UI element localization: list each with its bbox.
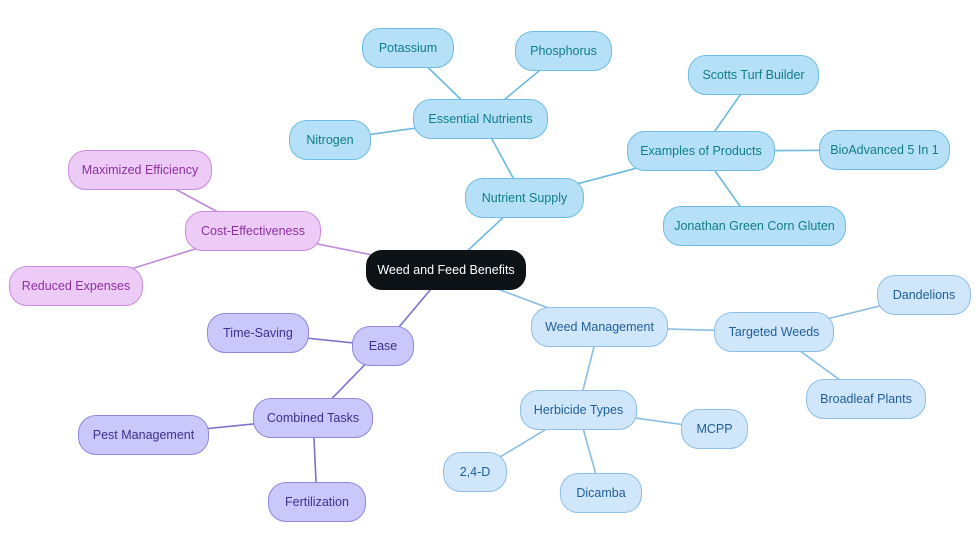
root-node[interactable]: Weed and Feed Benefits [366, 250, 526, 290]
node-fertilization[interactable]: Fertilization [268, 482, 366, 522]
node-nutrient-supply[interactable]: Nutrient Supply [465, 178, 584, 218]
node-phosphorus[interactable]: Phosphorus [515, 31, 612, 71]
node-maximized-efficiency[interactable]: Maximized Efficiency [68, 150, 212, 190]
node-cost-effectiveness[interactable]: Cost-Effectiveness [185, 211, 321, 251]
node-essential-nutrients[interactable]: Essential Nutrients [413, 99, 548, 139]
node-bioadvanced[interactable]: BioAdvanced 5 In 1 [819, 130, 950, 170]
node-examples-of-products[interactable]: Examples of Products [627, 131, 775, 171]
node-broadleaf-plants[interactable]: Broadleaf Plants [806, 379, 926, 419]
node-dandelions[interactable]: Dandelions [877, 275, 971, 315]
node-weed-management[interactable]: Weed Management [531, 307, 668, 347]
node-2-4-d[interactable]: 2,4-D [443, 452, 507, 492]
node-jonathan-green-corn-gluten[interactable]: Jonathan Green Corn Gluten [663, 206, 846, 246]
node-scotts-turf-builder[interactable]: Scotts Turf Builder [688, 55, 819, 95]
node-nitrogen[interactable]: Nitrogen [289, 120, 371, 160]
node-time-saving[interactable]: Time-Saving [207, 313, 309, 353]
node-targeted-weeds[interactable]: Targeted Weeds [714, 312, 834, 352]
node-mcpp[interactable]: MCPP [681, 409, 748, 449]
node-ease[interactable]: Ease [352, 326, 414, 366]
node-dicamba[interactable]: Dicamba [560, 473, 642, 513]
node-combined-tasks[interactable]: Combined Tasks [253, 398, 373, 438]
node-herbicide-types[interactable]: Herbicide Types [520, 390, 637, 430]
node-reduced-expenses[interactable]: Reduced Expenses [9, 266, 143, 306]
node-pest-management[interactable]: Pest Management [78, 415, 209, 455]
node-potassium[interactable]: Potassium [362, 28, 454, 68]
